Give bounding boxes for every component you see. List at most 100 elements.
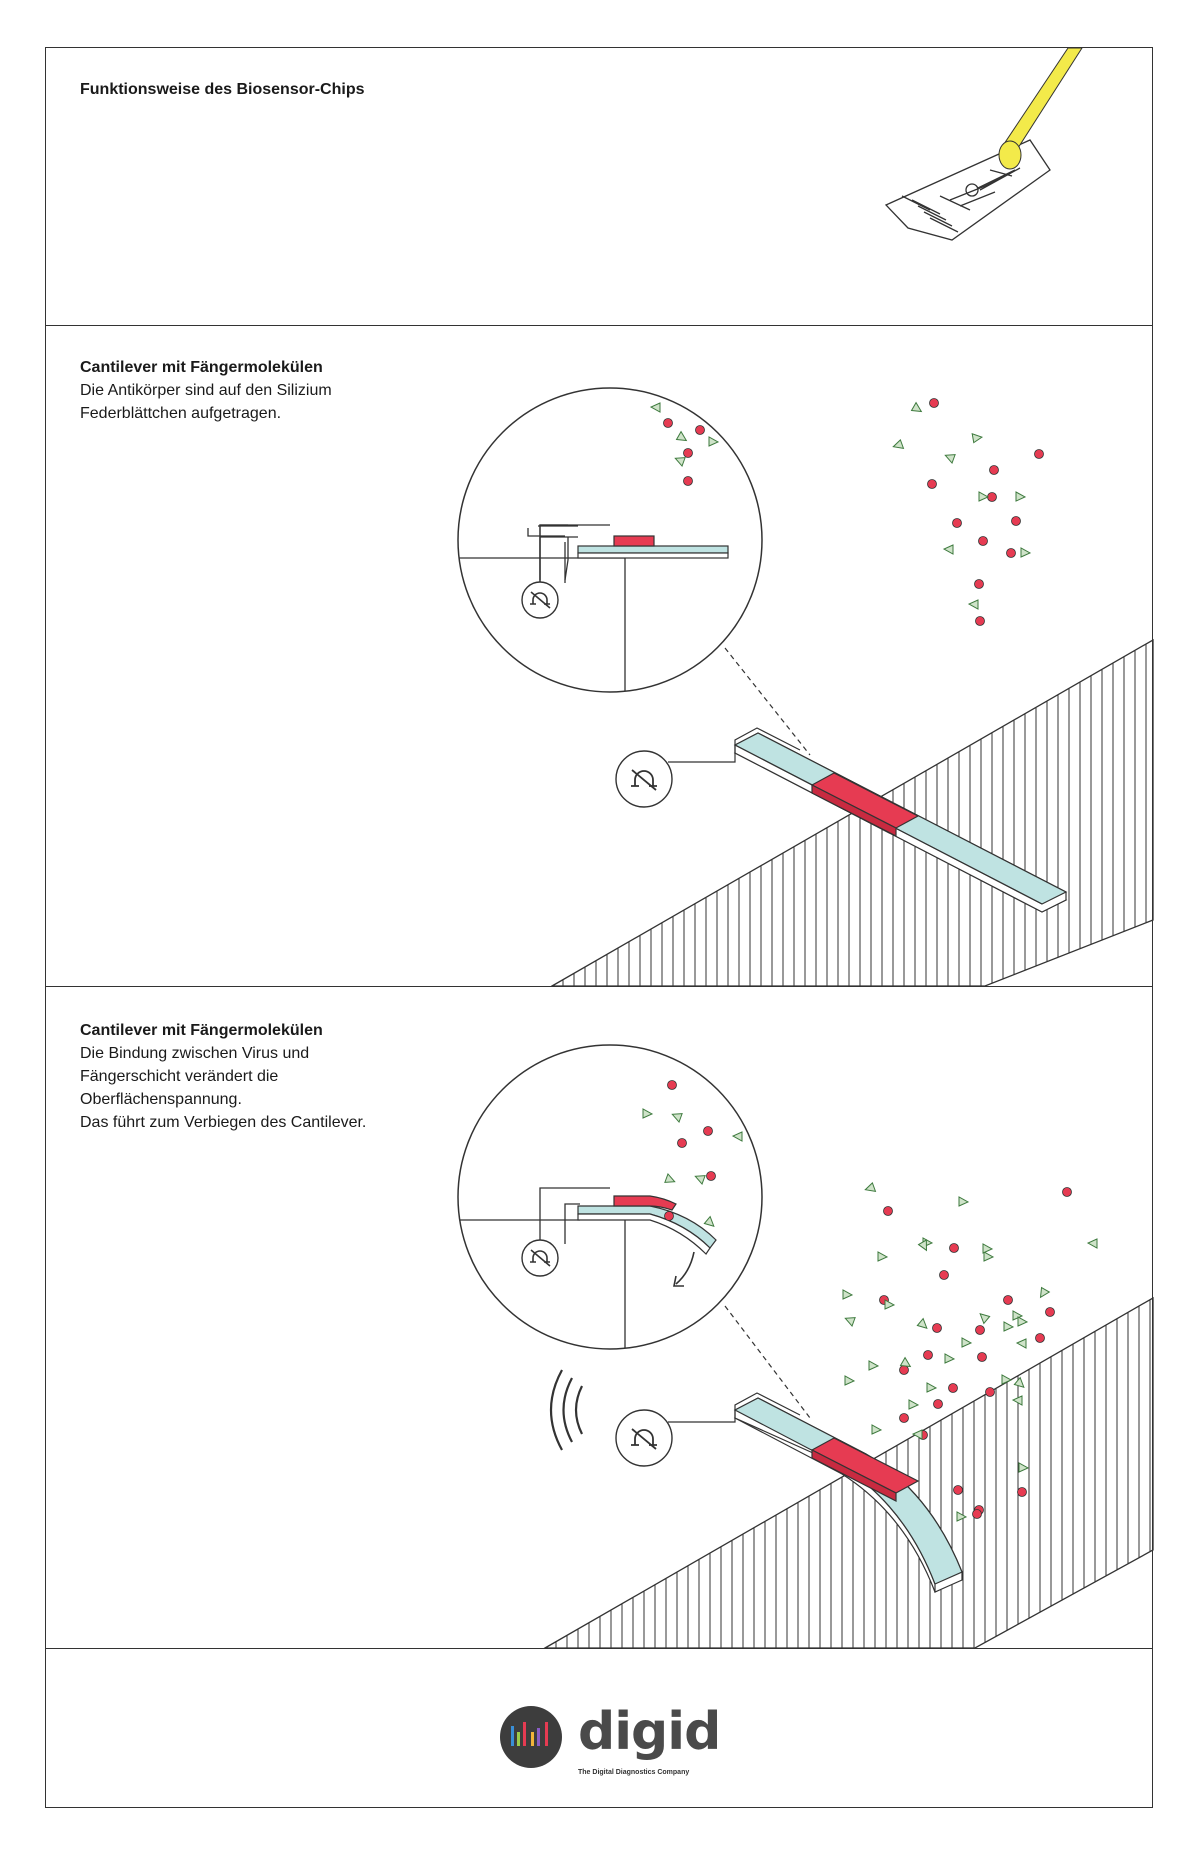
virus-particle xyxy=(948,1383,958,1393)
capture-molecule xyxy=(1003,1321,1015,1332)
capture-molecule xyxy=(674,457,686,468)
bend-arrow-icon xyxy=(673,1251,695,1287)
ohm-meter-icon xyxy=(631,1428,657,1450)
capture-molecule xyxy=(1039,1286,1051,1299)
virus-particle xyxy=(664,1211,674,1221)
cantilever-straight xyxy=(668,727,1068,913)
capture-molecule xyxy=(978,491,990,502)
virus-particle xyxy=(1062,1187,1072,1197)
zoom-callout-circle xyxy=(457,387,763,693)
logo-tagline: The Digital Diagnostics Company xyxy=(578,1769,690,1776)
capture-molecule xyxy=(664,1172,676,1183)
virus-particle xyxy=(695,425,705,435)
capture-molecule xyxy=(868,1360,880,1371)
virus-particle xyxy=(974,579,984,589)
capture-molecule xyxy=(1011,1395,1023,1406)
virus-particle xyxy=(927,479,937,489)
panel-divider xyxy=(45,325,1153,326)
virus-particle xyxy=(899,1365,909,1375)
virus-particle xyxy=(949,1243,959,1253)
capture-molecule xyxy=(983,1251,995,1262)
capture-molecule xyxy=(967,599,979,610)
capture-molecule xyxy=(1020,547,1032,558)
virus-particle xyxy=(933,1399,943,1409)
capture-molecule xyxy=(1086,1238,1098,1249)
virus-particle xyxy=(975,616,985,626)
pipette xyxy=(998,47,1083,170)
panel-description: Die Antikörper sind auf den Silizium Fed… xyxy=(80,382,332,422)
capture-molecule xyxy=(892,438,905,449)
capture-molecule xyxy=(926,1382,938,1393)
molecules-group xyxy=(649,398,1044,626)
capture-molecule xyxy=(708,436,720,447)
virus-particle xyxy=(952,518,962,528)
capture-molecule xyxy=(944,454,956,465)
capture-molecule xyxy=(675,430,688,442)
digid-logo-mark xyxy=(500,1706,562,1768)
capture-molecule xyxy=(899,1356,912,1368)
virus-particle xyxy=(703,1126,713,1136)
capture-molecule xyxy=(871,1424,883,1435)
capture-molecule xyxy=(908,1399,920,1410)
panel-title: Funktionsweise des Biosensor-Chips xyxy=(80,81,365,98)
capture-molecule xyxy=(694,1175,706,1186)
panel-title: Cantilever mit Fängermolekülen xyxy=(80,359,323,376)
virus-particle xyxy=(978,536,988,546)
virus-particle xyxy=(683,476,693,486)
capture-molecule xyxy=(956,1511,968,1522)
capture-molecule xyxy=(1015,1338,1027,1349)
signal-waves-icon xyxy=(549,1369,583,1451)
capture-molecule xyxy=(910,401,923,413)
capture-molecule xyxy=(844,1317,856,1328)
capture-molecule xyxy=(877,1251,889,1262)
panel-description: Die Bindung zwischen Virus und Fängersch… xyxy=(80,1045,367,1131)
capture-molecule xyxy=(642,1108,654,1119)
capture-molecule xyxy=(671,1113,683,1124)
cantilever-bent xyxy=(668,1392,963,1593)
capture-molecule xyxy=(979,1313,991,1325)
capture-molecule xyxy=(649,402,661,413)
capture-molecule xyxy=(884,1299,896,1310)
capture-molecule xyxy=(844,1375,856,1386)
capture-molecule xyxy=(971,433,984,444)
capture-molecule xyxy=(911,1429,923,1440)
capture-molecule xyxy=(703,1215,715,1227)
virus-particle xyxy=(1003,1295,1013,1305)
virus-particle xyxy=(977,1352,987,1362)
virus-particle xyxy=(975,1325,985,1335)
figure-frame xyxy=(45,47,1153,1808)
ohm-meter-icon xyxy=(631,769,657,791)
capture-molecule xyxy=(1013,1376,1025,1388)
virus-particle xyxy=(1011,516,1021,526)
virus-particle xyxy=(883,1206,893,1216)
virus-particle xyxy=(989,465,999,475)
callout-leader xyxy=(724,647,811,756)
virus-particle xyxy=(972,1509,982,1519)
virus-particle xyxy=(1034,449,1044,459)
capture-molecule xyxy=(1001,1374,1013,1385)
virus-particle xyxy=(939,1270,949,1280)
capture-molecule xyxy=(916,1317,928,1329)
capture-molecule xyxy=(864,1181,877,1192)
capture-molecule xyxy=(917,1239,928,1252)
capture-molecule xyxy=(982,1243,994,1254)
biosensor-chip xyxy=(884,139,1051,241)
logo-wordmark: digid xyxy=(578,1702,721,1762)
panel-2-caption: Cantilever mit Fängermolekülen Die Antik… xyxy=(80,356,332,425)
virus-particle xyxy=(1006,548,1016,558)
molecules-group xyxy=(642,1080,1098,1522)
virus-particle xyxy=(1045,1307,1055,1317)
virus-particle xyxy=(929,398,939,408)
capture-molecule xyxy=(1017,1316,1029,1327)
capture-molecule xyxy=(1018,1462,1030,1473)
virus-particle xyxy=(923,1350,933,1360)
virus-particle xyxy=(677,1138,687,1148)
panel-title: Cantilever mit Fängermolekülen xyxy=(80,1022,323,1039)
capture-molecule xyxy=(942,544,954,555)
virus-particle xyxy=(683,448,693,458)
virus-particle xyxy=(953,1485,963,1495)
capture-molecule xyxy=(961,1337,973,1348)
ohm-meter-icon xyxy=(530,1249,551,1267)
virus-particle xyxy=(932,1323,942,1333)
